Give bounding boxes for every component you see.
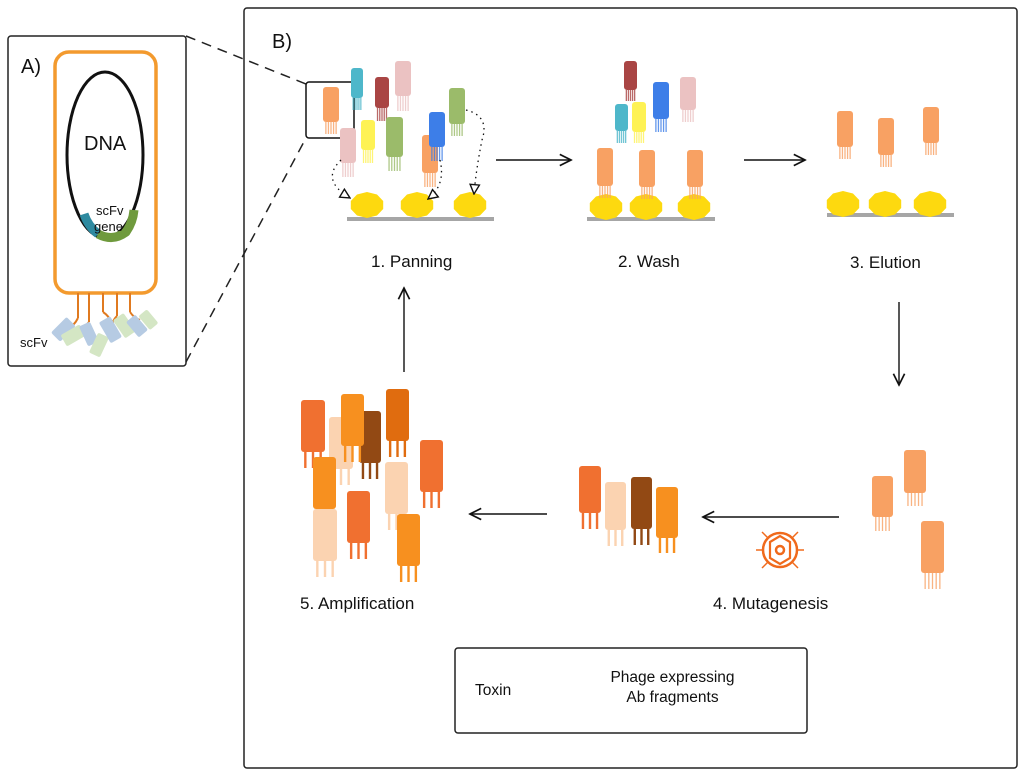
phage-eluted bbox=[878, 118, 894, 167]
step-label-elution: 3. Elution bbox=[850, 253, 921, 272]
scfv-fragments bbox=[51, 310, 158, 357]
phage-blue bbox=[653, 82, 669, 132]
binding-arrow-1 bbox=[331, 159, 350, 198]
panel-a-label: A) bbox=[21, 56, 41, 78]
phage-eluted bbox=[872, 476, 893, 531]
scfv-label: scFv bbox=[20, 335, 48, 350]
dna-label: DNA bbox=[84, 133, 127, 155]
bacterial-cell bbox=[51, 50, 158, 357]
panel-b-label: B) bbox=[272, 31, 292, 53]
step-label-amplification: 5. Amplification bbox=[300, 594, 415, 613]
toxin-5 bbox=[629, 194, 663, 220]
legend-toxin-label: Toxin bbox=[475, 682, 512, 699]
phage-bound bbox=[597, 148, 613, 198]
phage-amplified bbox=[397, 514, 420, 582]
phage-green bbox=[449, 88, 465, 136]
legend-box bbox=[454, 647, 808, 734]
surface-wash bbox=[587, 217, 715, 221]
phage-eluted bbox=[904, 450, 926, 506]
toxin-7 bbox=[826, 191, 860, 217]
toxin-6 bbox=[677, 194, 711, 220]
phage-amplified bbox=[359, 411, 381, 479]
toxin-9 bbox=[913, 191, 947, 217]
phage-yellow bbox=[632, 102, 646, 143]
phage-eluted bbox=[837, 111, 853, 159]
phage-mutant bbox=[579, 466, 601, 529]
zoom-connector-bottom bbox=[185, 137, 307, 363]
scfv-gene-teal-segment bbox=[79, 212, 101, 238]
toxin-8 bbox=[868, 191, 902, 217]
step-label-wash: 2. Wash bbox=[618, 252, 680, 271]
phage-amplified bbox=[313, 509, 337, 577]
legend-phage-label: Phage expressing Ab fragments bbox=[600, 668, 745, 708]
scfv-gene-label-line2: gene bbox=[94, 219, 123, 234]
phage-amplified bbox=[347, 491, 370, 559]
phage-amplified bbox=[341, 394, 364, 462]
phage-pink bbox=[680, 77, 696, 122]
phage-bound bbox=[639, 150, 655, 199]
step-label-mutagenesis: 4. Mutagenesis bbox=[713, 594, 829, 613]
phage-red bbox=[624, 61, 637, 101]
phage-teal bbox=[615, 104, 628, 143]
phage-amplified bbox=[386, 389, 409, 457]
step-label-panning: 1. Panning bbox=[371, 252, 453, 271]
scfv-gene-label-line1: scFv bbox=[96, 203, 124, 218]
phage-yellow bbox=[361, 120, 375, 163]
zoom-connector-top bbox=[185, 35, 307, 85]
phage-bound bbox=[687, 150, 703, 199]
toxin-2 bbox=[400, 192, 434, 218]
phage-teal bbox=[351, 68, 363, 110]
phage-eluted bbox=[921, 521, 944, 589]
binding-arrow-3 bbox=[465, 109, 485, 194]
toxin-4 bbox=[589, 194, 623, 220]
toxin-1 bbox=[350, 192, 384, 218]
phage-blue bbox=[429, 112, 445, 161]
phage-mutant bbox=[631, 477, 652, 545]
legend-phage-label-line2: Ab fragments bbox=[626, 689, 719, 706]
phage-eluted bbox=[923, 107, 939, 155]
phage-mutant bbox=[605, 482, 626, 546]
phage-amplified bbox=[420, 440, 443, 508]
phage-green bbox=[386, 117, 403, 171]
binding-arrow-2 bbox=[428, 159, 443, 199]
mutagen-icon bbox=[756, 531, 804, 569]
legend-phage-label-line1: Phage expressing bbox=[610, 669, 735, 686]
phage-red bbox=[375, 77, 389, 121]
zoom-highlight-box bbox=[305, 81, 355, 139]
toxin-3 bbox=[453, 192, 487, 218]
scfv-gene-green-segment bbox=[95, 209, 139, 242]
phage-mutant bbox=[656, 487, 678, 553]
phage-pink bbox=[395, 61, 411, 111]
phage-selected-highlighted bbox=[323, 87, 339, 134]
surface-panning bbox=[347, 217, 494, 221]
phage-pink bbox=[340, 128, 356, 177]
